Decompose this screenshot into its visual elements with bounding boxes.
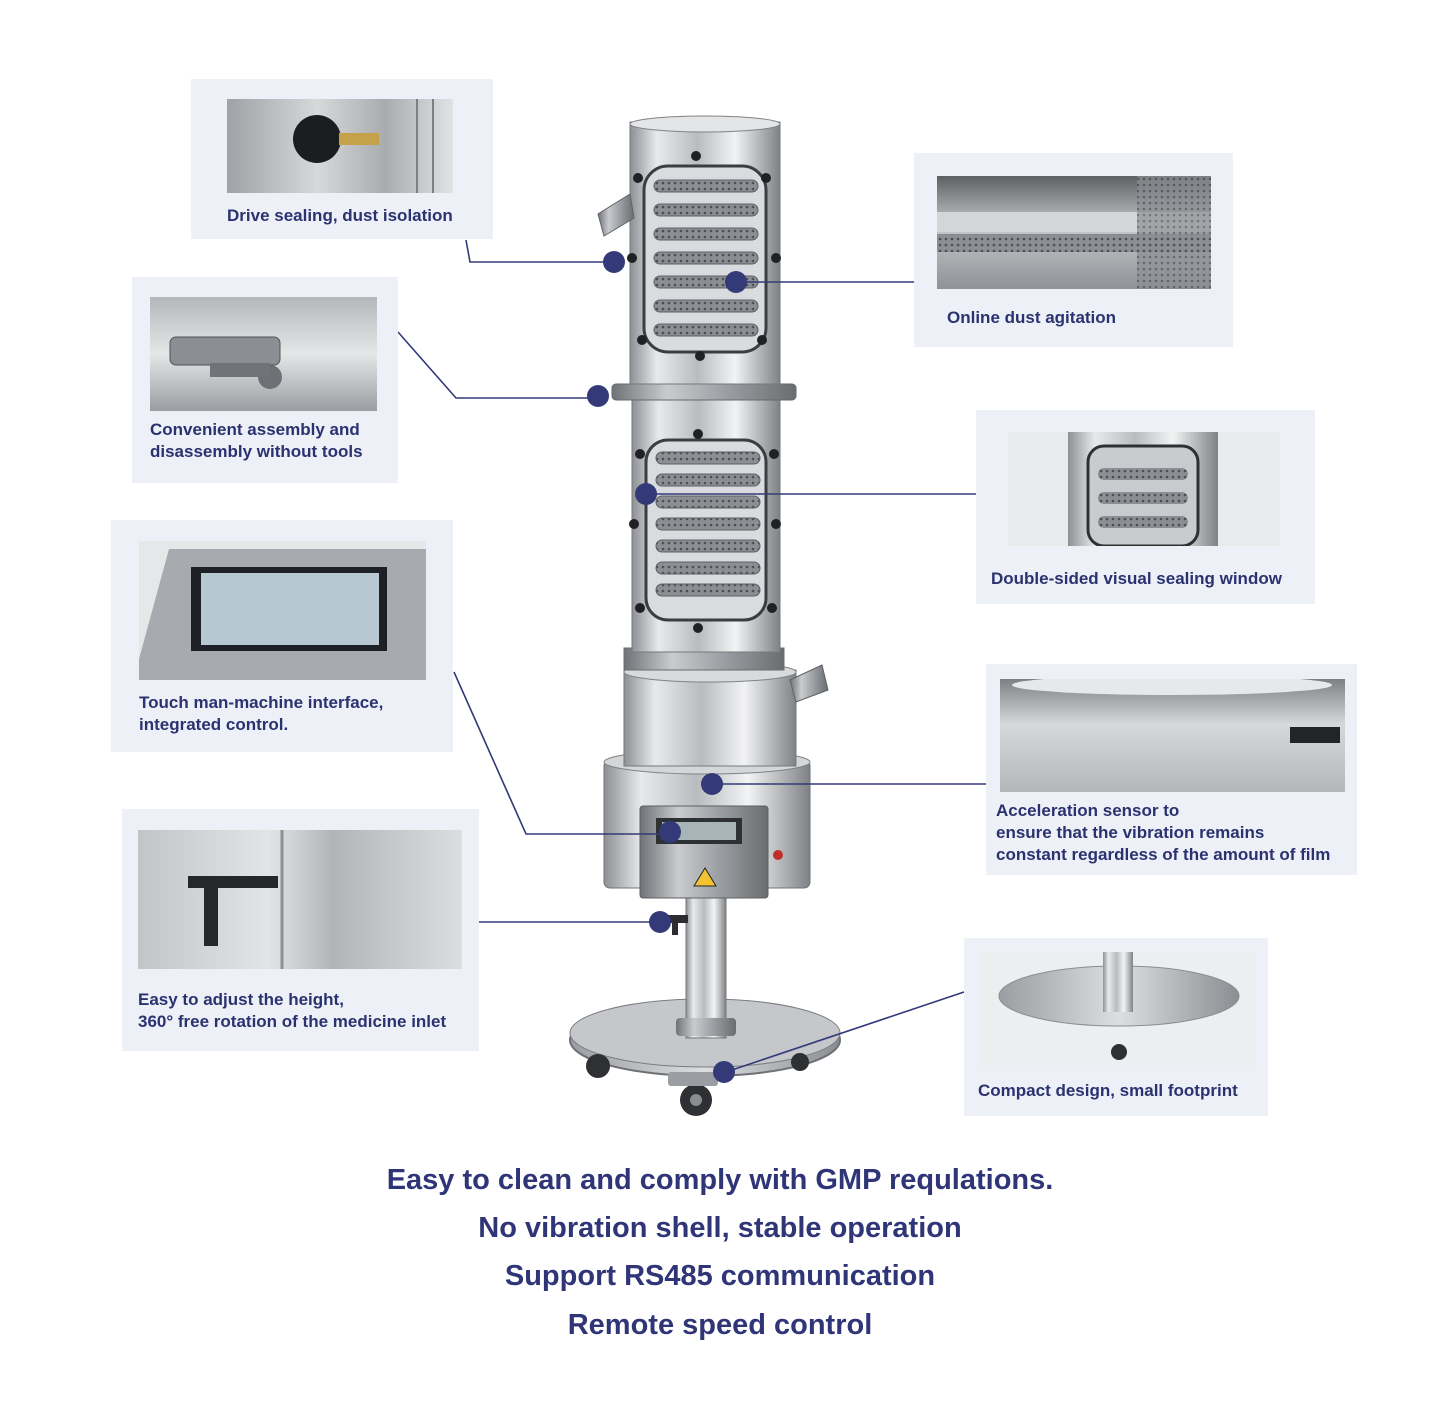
- feature-line: Easy to clean and comply with GMP requla…: [386, 1164, 1054, 1196]
- callout-caption: Drive sealing, dust isolation: [227, 206, 453, 225]
- callout-sensor: Acceleration sensor to ensure that the v…: [986, 664, 1357, 875]
- lever-photo: [138, 830, 462, 969]
- feature-line: Support RS485 communication: [504, 1260, 936, 1292]
- marker-dot: [725, 271, 747, 293]
- callout-assembly: Convenient assembly and disassembly with…: [132, 277, 398, 483]
- marker-dot: [701, 773, 723, 795]
- callout-height: Easy to adjust the height, 360° free rot…: [122, 809, 479, 1051]
- callout-caption: Touch man-machine interface, integrated …: [139, 693, 384, 734]
- callout-drive-sealing: Drive sealing, dust isolation: [191, 79, 493, 239]
- feature-line: Remote speed control: [567, 1309, 873, 1341]
- feature-line: No vibration shell, stable operation: [478, 1212, 962, 1244]
- callout-compact: Compact design, small footprint: [964, 938, 1268, 1116]
- callout-online-dust: Online dust agitation: [914, 153, 1233, 347]
- knob-photo: [227, 99, 453, 193]
- marker-dot: [603, 251, 625, 273]
- callout-caption: Convenient assembly and disassembly with…: [150, 420, 363, 461]
- callout-touch: Touch man-machine interface, integrated …: [111, 520, 453, 752]
- window-photo: [1008, 432, 1280, 546]
- callout-caption: Compact design, small footprint: [978, 1081, 1238, 1100]
- callout-caption: Acceleration sensor to ensure that the v…: [996, 801, 1331, 864]
- clamp-photo: [150, 297, 377, 411]
- callout-visual-window: Double-sided visual sealing window: [976, 410, 1315, 604]
- marker-dot: [713, 1061, 735, 1083]
- marker-dot: [649, 911, 671, 933]
- base-photo: [979, 952, 1256, 1065]
- callout-caption: Easy to adjust the height, 360° free rot…: [138, 990, 447, 1031]
- marker-dot: [659, 821, 681, 843]
- marker-dot: [587, 385, 609, 407]
- sensor-photo: [1000, 679, 1345, 792]
- mesh-photo: [937, 176, 1211, 289]
- callout-caption: Double-sided visual sealing window: [991, 569, 1282, 588]
- touchscreen-photo: [139, 541, 426, 680]
- callout-caption: Online dust agitation: [947, 308, 1117, 327]
- marker-dot: [635, 483, 657, 505]
